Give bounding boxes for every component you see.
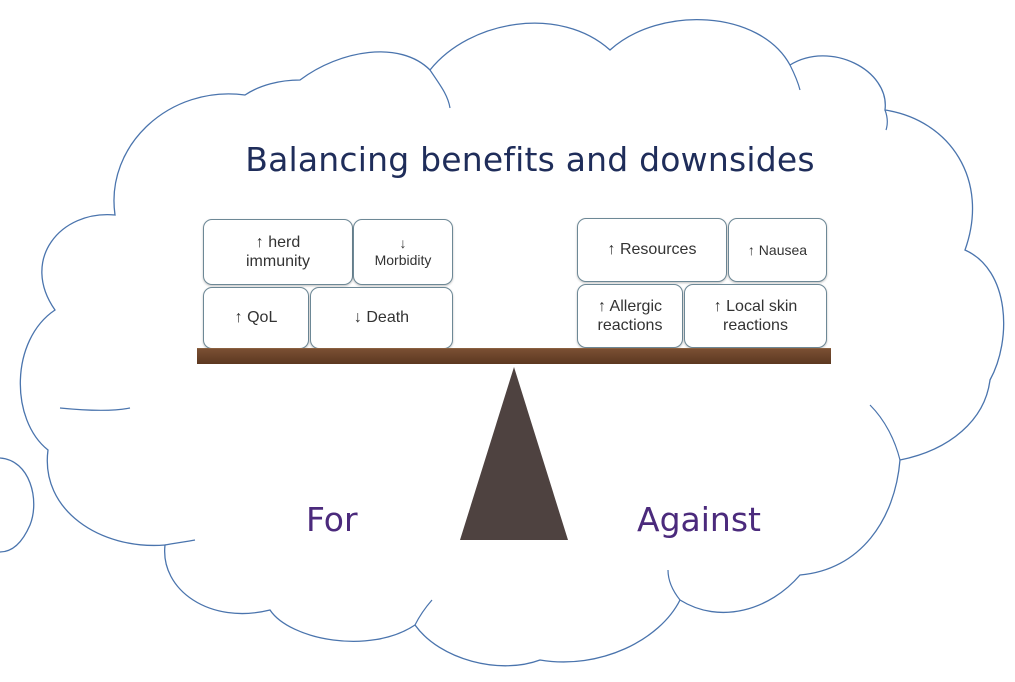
cloud-inner-arc bbox=[414, 599, 433, 626]
against-label: Against bbox=[637, 500, 761, 539]
cloud-inner-arc bbox=[429, 69, 451, 109]
small-thought-bubble bbox=[0, 457, 35, 553]
cloud-inner-arc bbox=[667, 569, 681, 601]
balance-beam bbox=[197, 348, 831, 364]
cloud-inner-arc bbox=[789, 64, 801, 91]
downside-allergic-reactions: ↑ Allergic reactions bbox=[577, 284, 683, 348]
downside-local-skin-reactions: ↑ Local skin reactions bbox=[684, 284, 827, 348]
fulcrum-triangle bbox=[460, 367, 568, 540]
for-label: For bbox=[306, 500, 358, 539]
cloud-inner-arc bbox=[164, 539, 196, 546]
cloud-inner-arc bbox=[869, 404, 901, 461]
diagram-title: Balancing benefits and downsides bbox=[245, 140, 815, 179]
downside-nausea: ↑ Nausea bbox=[728, 218, 827, 282]
benefit-morbidity: ↓ Morbidity bbox=[353, 219, 453, 285]
benefit-qol: ↑ QoL bbox=[203, 287, 309, 349]
downside-resources: ↑ Resources bbox=[577, 218, 727, 282]
cloud-inner-arc bbox=[884, 109, 888, 131]
benefit-herd-immunity: ↑ herd immunity bbox=[203, 219, 353, 285]
cloud-inner-arc bbox=[59, 407, 131, 411]
benefit-death: ↓ Death bbox=[310, 287, 453, 349]
cloud-outline bbox=[19, 18, 1005, 667]
